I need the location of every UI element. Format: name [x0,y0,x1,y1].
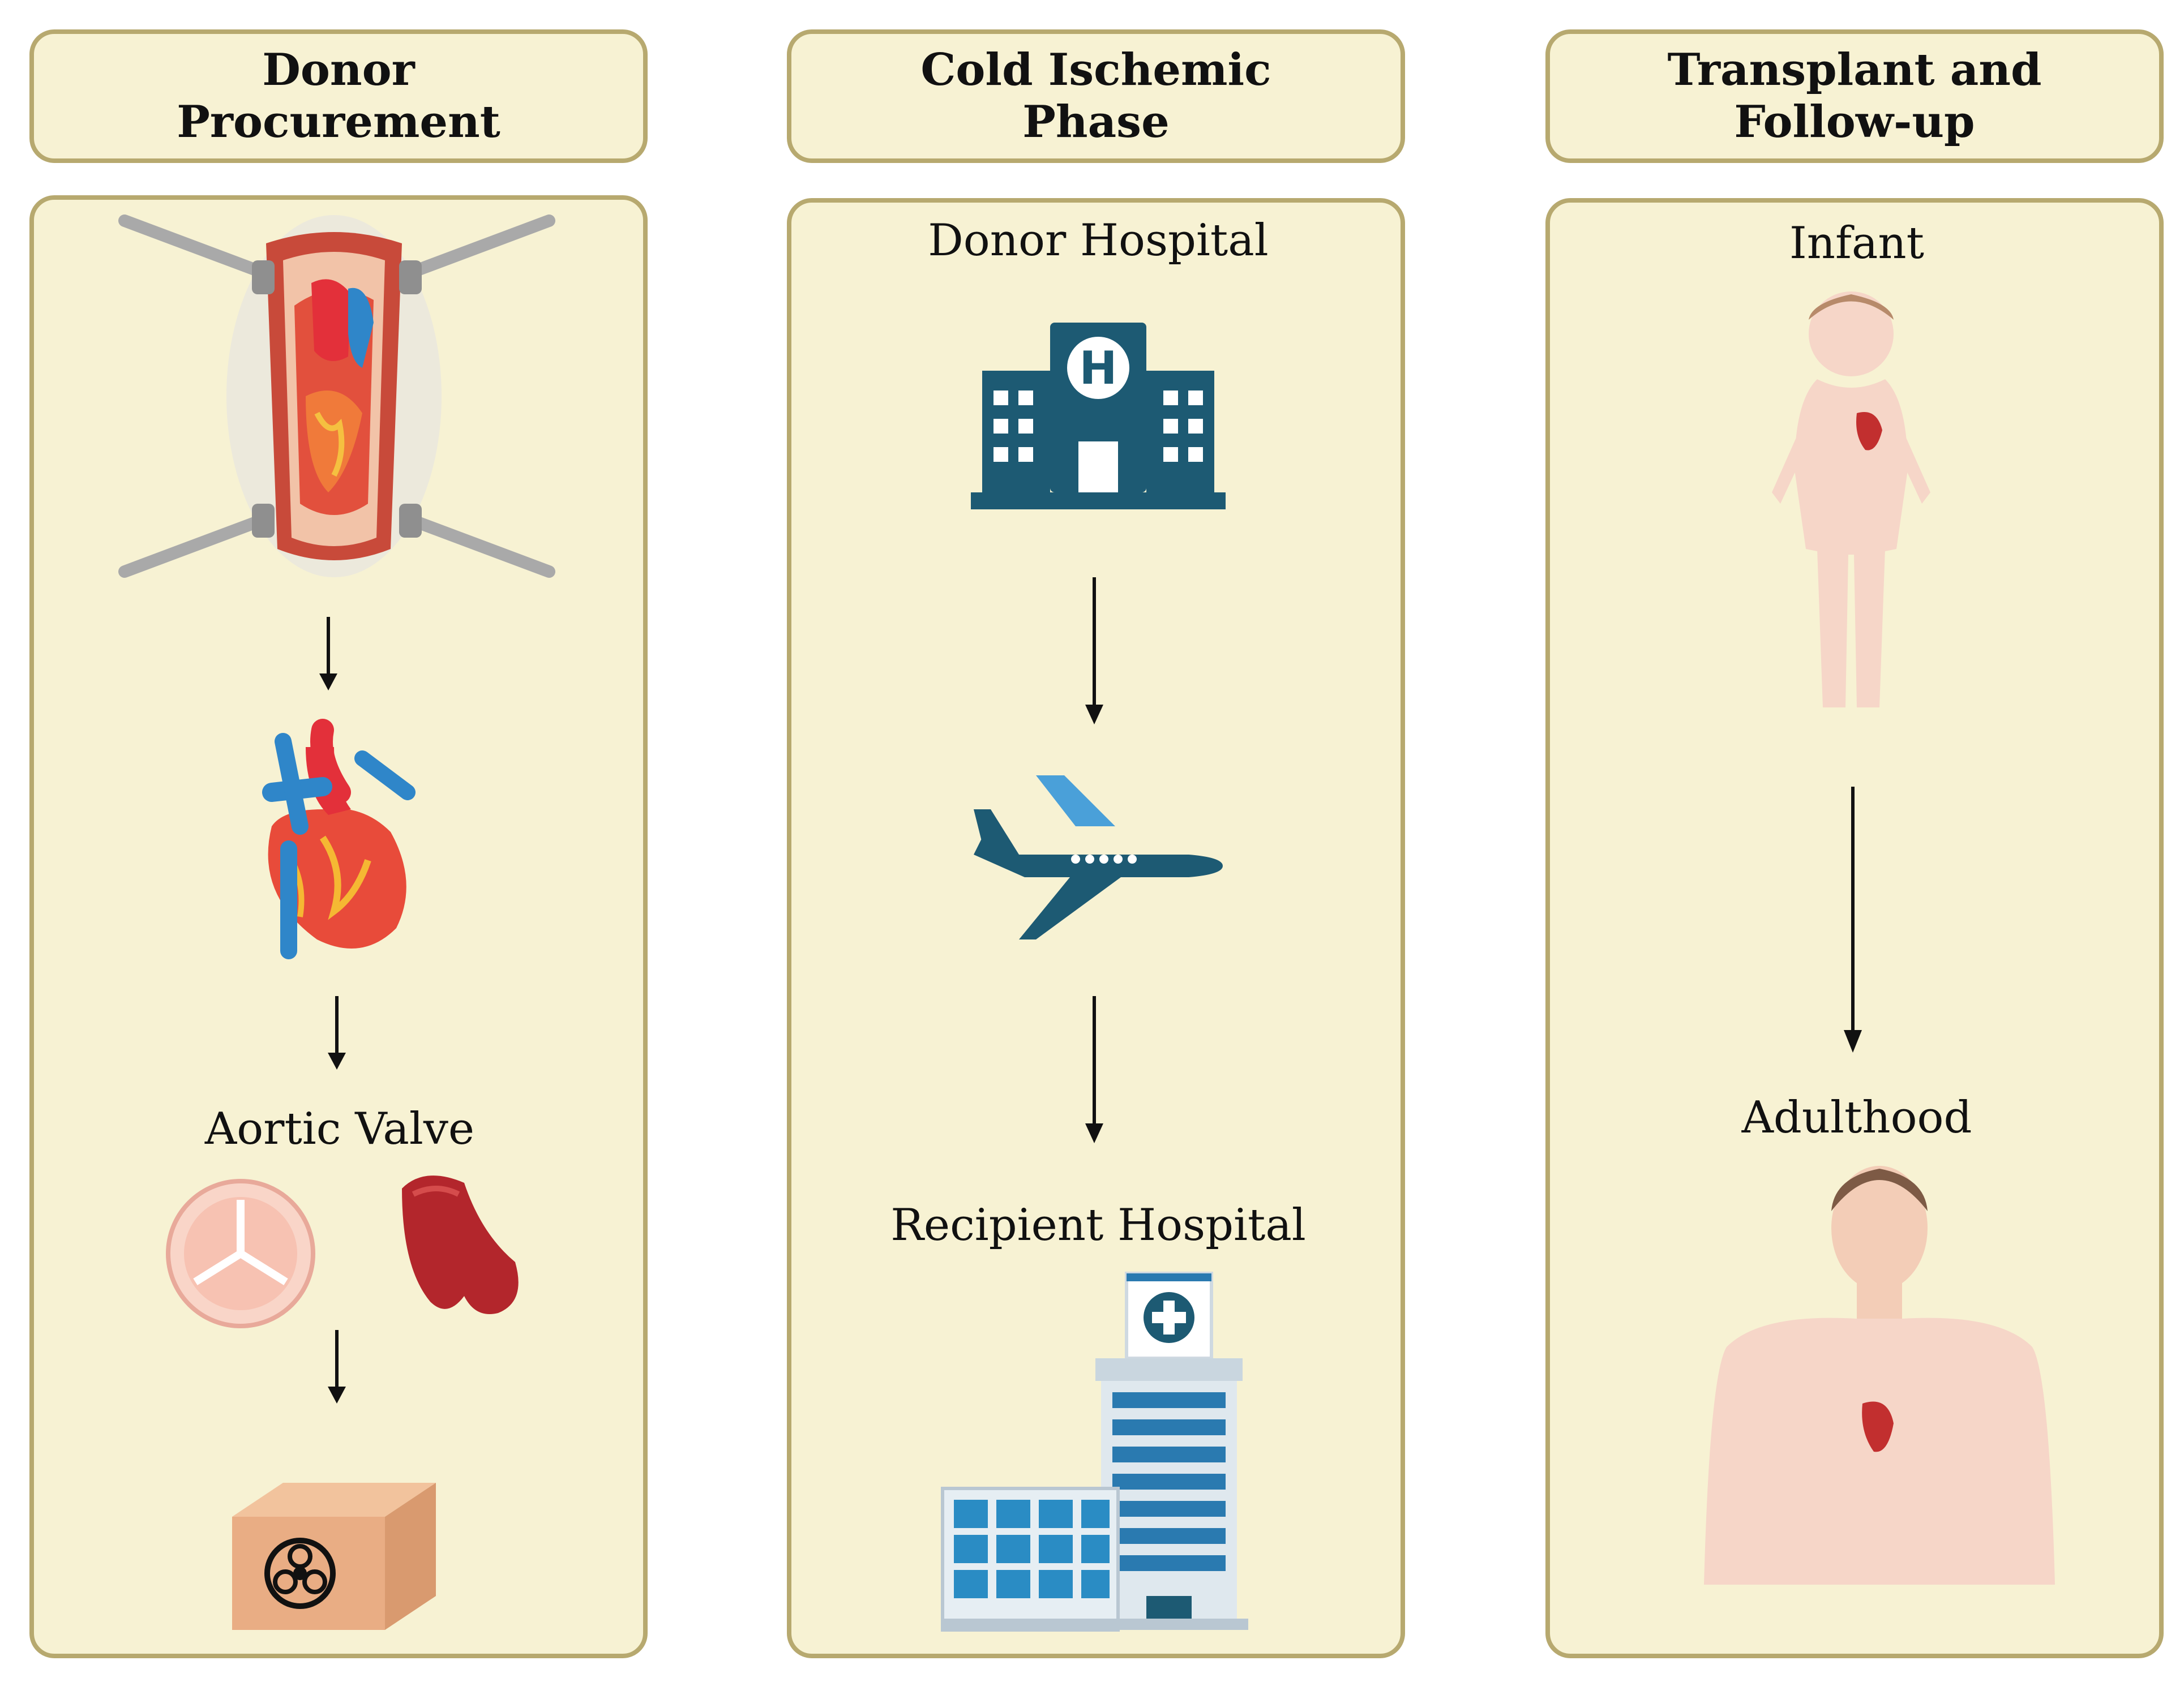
open-chest-surgery-icon [118,214,555,578]
header-line: Procurement [177,96,500,148]
adulthood-label: Adulthood [1741,1092,1972,1143]
header-line: Follow-up [1734,96,1975,148]
arrow-heart-to-valve [328,996,346,1070]
adult-torso-icon [1704,1166,2055,1585]
aortic-valve-label: Aortic Valve [204,1104,475,1155]
infant-body-icon [1772,291,1930,707]
hospital-building-icon: H [971,323,1226,509]
arrow-plane-to-recipient-hospital [1085,996,1103,1143]
donor-hospital-label: Donor Hospital [928,215,1269,266]
svg-text:H: H [1080,342,1117,394]
arrow-valve-to-box [328,1330,346,1404]
header-line: Transplant and [1667,44,2042,96]
hospital-tower-icon [941,1272,1248,1632]
arrow-infant-to-adulthood [1844,787,1862,1053]
header-line: Phase [1022,96,1170,148]
biohazard-box-icon [232,1483,436,1630]
aortic-valve-icon [166,1179,315,1328]
airplane-icon [974,775,1223,939]
arrow-donor-hospital-to-plane [1085,577,1103,724]
arrow-surgery-to-heart [319,617,337,690]
infant-label: Infant [1789,218,1924,269]
header-line: Donor [262,44,415,96]
header-line: Cold Ischemic [920,44,1271,96]
valve-tissue-icon [402,1175,519,1314]
recipient-hospital-label: Recipient Hospital [890,1200,1306,1251]
heart-icon [262,719,416,959]
